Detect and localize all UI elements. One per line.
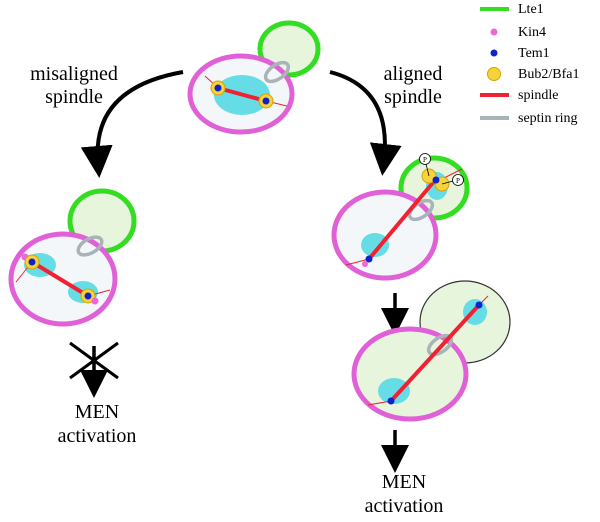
septin-ring-top [263,60,291,84]
legend-spindle-label: spindle [518,88,558,103]
tem1-marker [262,97,270,105]
legend-kin4-swatch [490,28,498,36]
nucleus-mother-lower [378,378,410,404]
men-label-left: MEN [75,401,119,423]
kin4-marker [91,297,99,305]
tem1-marker [214,84,222,92]
phospho-circle [452,174,464,186]
spindle-left [30,260,90,298]
spindle-top [217,86,267,103]
top-cell [187,20,321,135]
label-misaligned: misaligned [30,63,118,85]
blocked-arrow [69,341,119,398]
phospho-circle [419,153,431,165]
tem1-marker [387,397,395,405]
astral-mt [345,258,370,266]
legend-bub2-label: Bub2/Bfa1 [518,67,579,82]
legend-lte1-label: Lte1 [518,2,544,17]
label-aligned: aligned [384,63,443,85]
legend: Lte1 Kin4 Tem1 Bub2/Bfa1 spindle septin … [480,2,579,126]
spindle-right-upper [367,177,438,261]
label-misaligned-spindle: spindle [45,86,103,108]
activation-label-left: activation [58,425,137,447]
label-aligned-spindle: spindle [384,86,442,108]
kin4-marker [362,261,368,267]
nucleus-mother [361,233,389,257]
phospho-label: P [456,177,460,185]
men-label-right: MEN [382,471,426,493]
spindle-right-lower [389,303,481,403]
astral-mt [367,400,392,406]
misaligned-cell [8,188,137,327]
legend-septin-label: septin ring [518,111,578,126]
phospho-link [425,163,430,177]
tem1-marker [365,255,373,263]
mother-right-upper [331,189,439,281]
legend-tem1-label: Tem1 [518,46,550,61]
aligned-cell: P P [331,153,470,281]
tem1-marker [28,258,36,266]
block-cross-line [69,341,119,380]
legend-kin4-label: Kin4 [518,25,546,40]
arrow-aligned [329,70,402,176]
late-cell [351,280,511,422]
tem1-marker [84,292,92,300]
septin-ring-left [76,235,104,257]
phospho-link [441,180,454,185]
tem1-marker [475,301,483,309]
phospho-label: P [423,156,427,164]
tem1-marker [432,176,440,184]
legend-bub2-swatch [487,67,501,81]
bud-top [257,20,321,78]
legend-tem1-swatch [490,49,498,57]
arrow-misaligned [80,70,184,178]
activation-label-right: activation [365,495,444,517]
